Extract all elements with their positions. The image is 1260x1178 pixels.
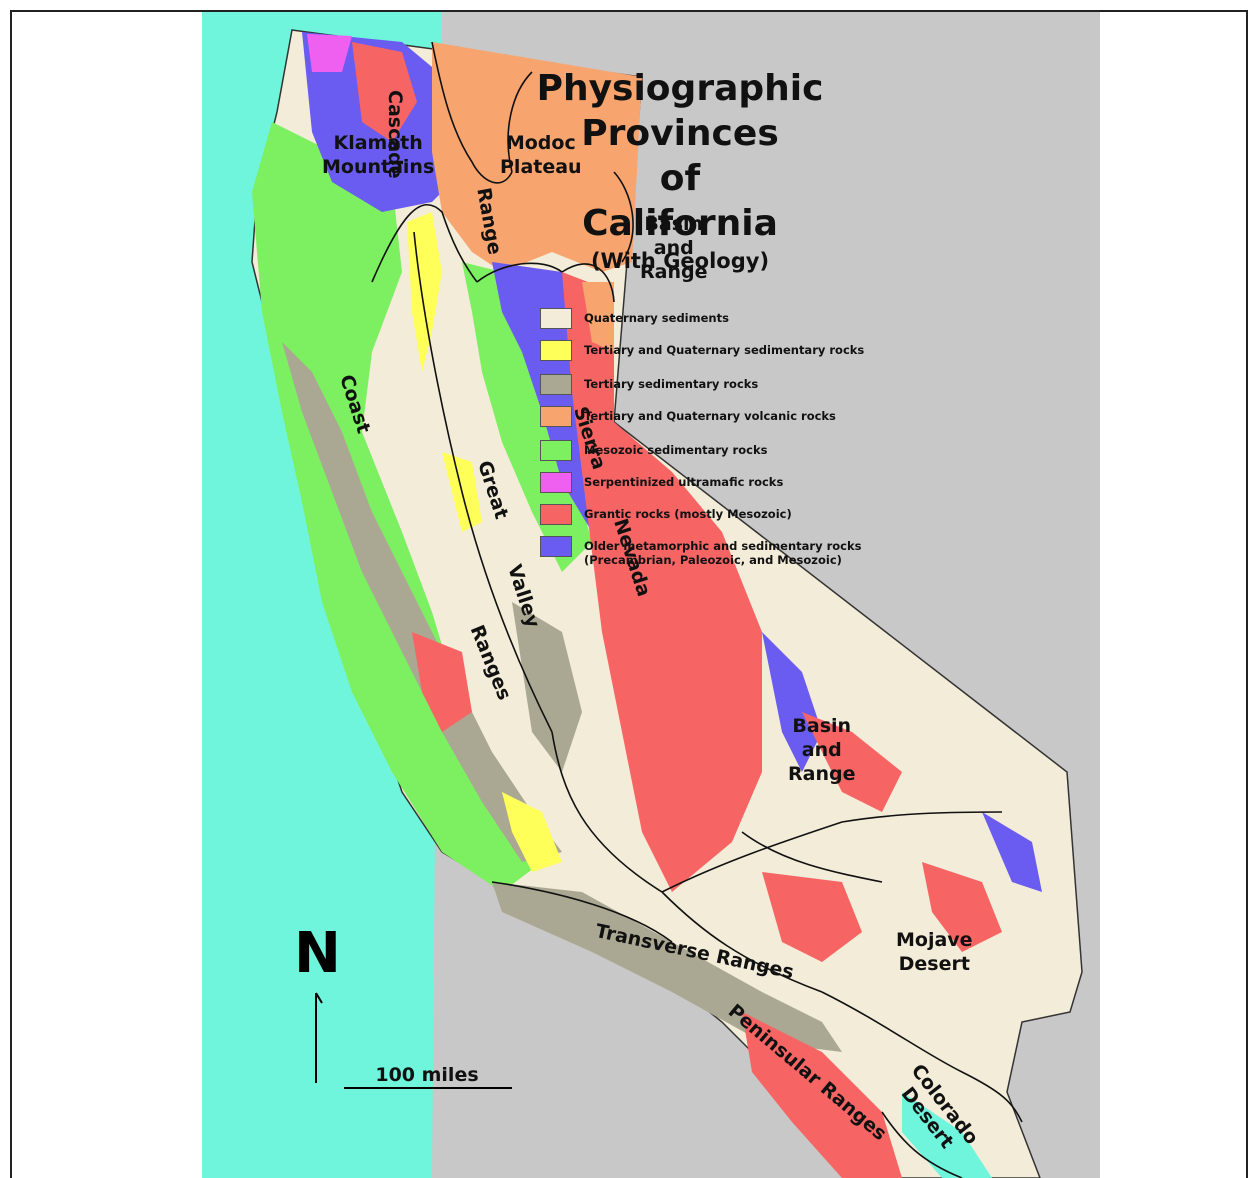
legend-label: Grantic rocks (mostly Mesozoic) xyxy=(584,507,792,521)
legend-item: Tertiary and Quaternary volcanic rocks xyxy=(540,406,836,430)
legend-swatch xyxy=(540,536,572,557)
legend-swatch xyxy=(540,504,572,525)
label-basin-and-range-south: Basin and Range xyxy=(788,715,856,785)
title-line-3: of xyxy=(659,158,701,199)
legend-swatch xyxy=(540,374,572,395)
label-basin-and-range-north: Basin and Range xyxy=(640,213,708,283)
title-line-1: Physiographic xyxy=(536,68,824,109)
label-cascade: Cascade xyxy=(384,90,406,179)
map-frame xyxy=(10,10,1248,1178)
legend-item: Tertiary and Quaternary sedimentary rock… xyxy=(540,340,864,364)
legend-swatch xyxy=(540,308,572,329)
legend-label: Serpentinized ultramafic rocks xyxy=(584,475,784,489)
legend-item: Grantic rocks (mostly Mesozoic) xyxy=(540,504,792,528)
title-line-4: California xyxy=(582,203,778,244)
north-arrow-icon xyxy=(315,992,323,1083)
legend-label: Tertiary and Quaternary sedimentary rock… xyxy=(584,343,865,357)
label-modoc-plateau: Modoc Plateau xyxy=(500,132,582,178)
legend-label: Tertiary and Quaternary volcanic rocks xyxy=(584,409,836,423)
legend-label: Tertiary sedimentary rocks xyxy=(584,377,759,391)
legend-swatch xyxy=(540,406,572,427)
legend-item: Mesozoic sedimentary rocks xyxy=(540,440,767,464)
label-mojave-desert: Mojave Desert xyxy=(896,929,973,975)
north-label: N xyxy=(294,921,341,986)
title-subtitle: (With Geology) xyxy=(590,249,770,273)
label-klamath-mountains: Klamath Mountains xyxy=(322,132,435,178)
legend-swatch xyxy=(540,440,572,461)
title-line-2: Provinces xyxy=(581,113,779,154)
legend-swatch xyxy=(540,472,572,493)
legend-item: Quaternary sediments xyxy=(540,308,729,332)
legend-label: Older metamorphic and sedimentary rocks … xyxy=(584,539,862,567)
legend-item: Tertiary sedimentary rocks xyxy=(540,374,758,398)
legend-swatch xyxy=(540,340,572,361)
map-title: Physiographic Provinces of California (W… xyxy=(525,66,835,276)
map-svg xyxy=(202,12,1100,1178)
legend-label: Quaternary sediments xyxy=(584,311,729,325)
scale-bar xyxy=(344,1087,512,1089)
province-boundaries xyxy=(371,41,1023,1178)
legend-label: Mesozoic sedimentary rocks xyxy=(584,443,768,457)
geology-units xyxy=(252,32,1042,1178)
legend-item: Serpentinized ultramafic rocks xyxy=(540,472,783,496)
geology-map xyxy=(202,12,1100,1178)
scale-label: 100 miles xyxy=(375,1064,479,1086)
legend-item: Older metamorphic and sedimentary rocks … xyxy=(540,536,861,572)
